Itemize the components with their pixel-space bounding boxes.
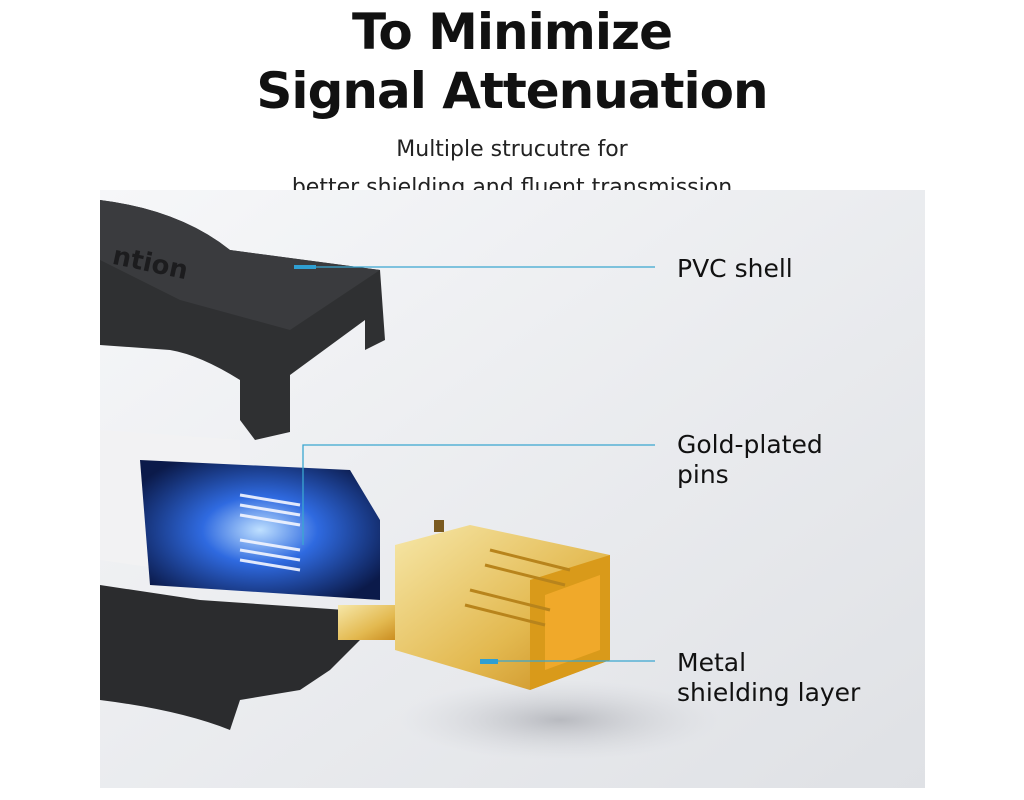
metal-leader-dot <box>480 659 498 664</box>
pvc-leader-dot <box>294 265 316 269</box>
heading-line-2: Signal Attenuation <box>256 62 768 120</box>
label-pvc-shell: PVC shell <box>677 254 793 283</box>
label-gold-pins-line-2: pins <box>677 460 729 489</box>
label-gold-pins-line-1: Gold-plated <box>677 430 823 459</box>
pins-leader-line <box>302 444 655 545</box>
plug-shadow <box>400 680 720 760</box>
pins-glow <box>140 460 380 600</box>
subtitle-line-1: Multiple strucutre for <box>396 137 628 162</box>
label-metal-line-1: Metal <box>677 648 747 677</box>
pvc-shell-bottom <box>100 585 360 730</box>
heading-line-1: To Minimize <box>351 3 673 61</box>
gold-tab <box>338 605 400 640</box>
product-illustration: ntion <box>100 190 925 788</box>
label-metal-line-2: shielding layer <box>677 678 861 707</box>
